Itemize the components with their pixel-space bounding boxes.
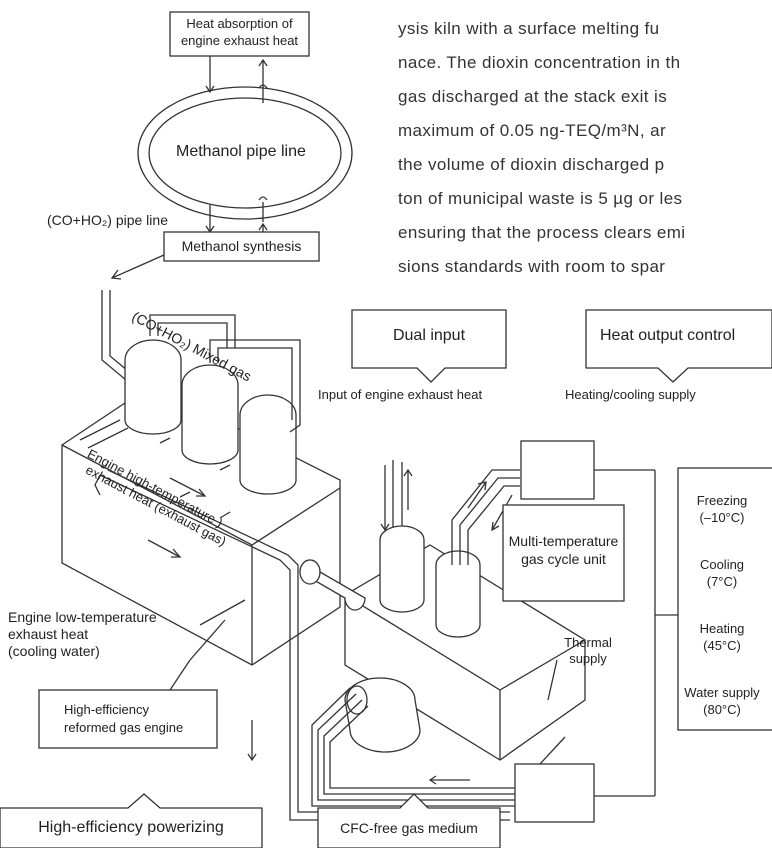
thermal-supply-box <box>514 763 595 823</box>
heat-output-callout <box>585 309 772 383</box>
cfc-callout <box>317 793 501 848</box>
heat-absorption-line-2: engine exhaust heat <box>180 33 299 48</box>
heat-output-control-label: Heat output control <box>600 327 736 344</box>
engine-low-temp-label: Engine low-temperature exhaust heat (coo… <box>8 609 157 660</box>
dual-input-label: Dual input <box>392 327 466 344</box>
output-heating: Heating (45°C) <box>676 620 768 654</box>
output-temp: (80°C) <box>703 702 741 717</box>
output-temp: (7°C) <box>706 574 738 589</box>
output-name: Water supply <box>684 685 760 700</box>
ring-inner <box>148 97 342 209</box>
output-name: Heating <box>699 621 745 636</box>
body-paragraph: ysis kiln with a surface melting fu nace… <box>398 12 772 284</box>
heat-absorption-line-1: Heat absorption of <box>186 16 293 31</box>
high-efficiency-powerizing-label: High-efficiency powerizing <box>38 819 224 836</box>
ring-outer <box>137 86 353 220</box>
output-cooling: Cooling (7°C) <box>676 556 768 590</box>
output-name: Freezing <box>696 493 748 508</box>
heating-cooling-supply-label: Heating/cooling supply <box>565 387 696 402</box>
leader-reformed <box>169 659 191 691</box>
multi-temp-box <box>502 504 625 602</box>
cylinder-2 <box>181 364 239 465</box>
dual-input-callout <box>351 309 507 383</box>
thermal-supply-label: Thermal supply <box>558 635 618 667</box>
cfc-free-label: CFC-free gas medium <box>340 820 478 836</box>
body-line: gas discharged at the stack exit is <box>398 87 668 106</box>
output-freezing: Freezing (–10°C) <box>676 492 768 526</box>
reformed-engine-box <box>38 689 218 749</box>
output-name: Cooling <box>699 557 745 572</box>
heat-absorption-box <box>169 11 310 57</box>
heating-cooling-box <box>520 440 595 500</box>
body-line: sions standards with room to spar <box>398 257 666 276</box>
cylinder-3 <box>239 394 297 495</box>
engine-low-temp-line-1: Engine low-temperature <box>8 609 157 625</box>
body-line: ysis kiln with a surface melting fu <box>398 19 660 38</box>
output-water-supply: Water supply (80°C) <box>676 684 768 718</box>
methanol-synthesis-label: Methanol synthesis <box>181 238 302 254</box>
multi-temp-line-2: gas cycle unit <box>521 551 606 567</box>
multi-temp-line-1: Multi-temperature <box>508 533 619 549</box>
body-line: the volume of dioxin discharged p <box>398 155 665 174</box>
unit-cylinder-1 <box>379 525 425 613</box>
thermal-supply-line-2: supply <box>569 651 607 666</box>
multi-temp-label: Multi-temperature gas cycle unit <box>503 532 624 568</box>
body-line: maximum of 0.05 ng-TEQ/m³N, ar <box>398 121 667 140</box>
methanol-pipe-line-label: Methanol pipe line <box>176 143 306 160</box>
body-line: ton of municipal waste is 5 µg or les <box>398 189 683 208</box>
unit-cylinder-2 <box>435 550 481 638</box>
reformed-engine-line-1: High-efficiency <box>64 702 150 717</box>
leader-low-temp <box>199 599 246 626</box>
output-temp: (–10°C) <box>699 510 745 525</box>
body-line: nace. The dioxin concentration in th <box>398 53 681 72</box>
powerizing-callout <box>0 793 263 848</box>
thermal-supply-line-1: Thermal <box>564 635 612 650</box>
reformed-engine-label: High-efficiency reformed gas engine <box>64 701 183 737</box>
engine-low-temp-line-2: exhaust heat <box>8 626 89 642</box>
output-temp: (45°C) <box>703 638 741 653</box>
input-exhaust-heat-label: Input of engine exhaust heat <box>318 387 483 402</box>
outputs-panel <box>677 467 772 731</box>
methanol-synthesis-box <box>163 231 320 262</box>
heat-absorption-label: Heat absorption of engine exhaust heat <box>170 15 309 49</box>
cylinder-1 <box>124 339 182 435</box>
body-line: ensuring that the process clears emi <box>398 223 686 242</box>
engine-low-temp-line-3: (cooling water) <box>8 643 100 659</box>
co-pipe-line-label: (CO+HO₂) pipe line <box>47 212 168 228</box>
reformed-engine-line-2: reformed gas engine <box>64 720 184 735</box>
